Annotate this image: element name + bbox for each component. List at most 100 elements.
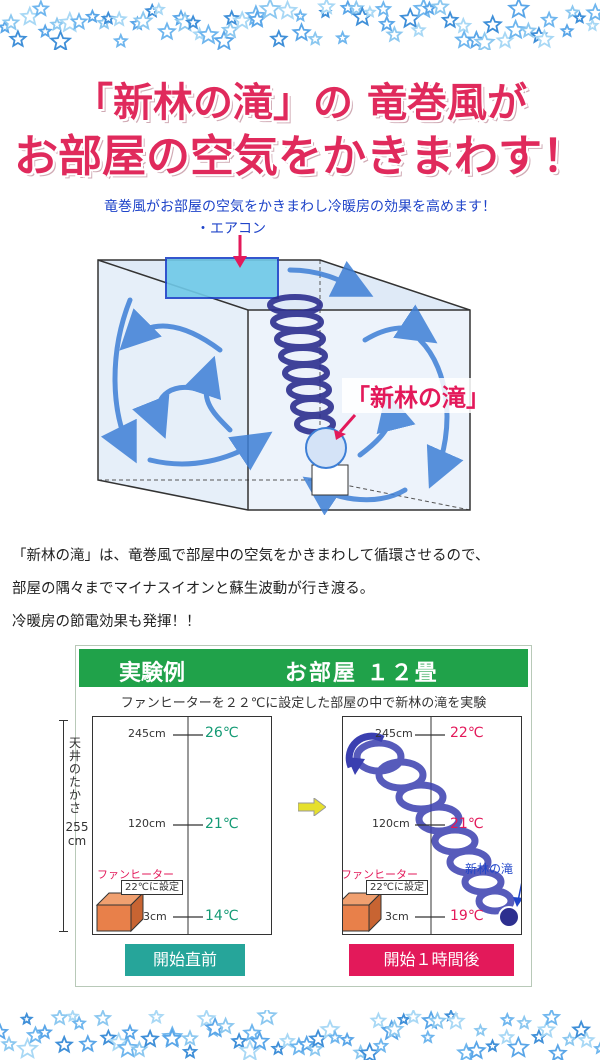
star-decoration	[541, 1010, 562, 1026]
star-decoration	[0, 1022, 10, 1040]
star-decoration	[112, 32, 129, 49]
status-after: 開始１時間後	[349, 944, 514, 976]
headline-line-2: お部屋の空気をかきまわす！お部屋の空気をかきまわす！	[14, 131, 589, 185]
star-decoration	[410, 21, 427, 38]
star-decoration	[384, 1018, 405, 1039]
star-decoration	[440, 10, 460, 29]
after-temp-mid: 21℃	[450, 816, 484, 832]
star-decoration	[230, 1031, 249, 1050]
subtitle: 竜巻風がお部屋の空気をかきまわし冷暖房の効果を高めます！	[104, 199, 496, 215]
star-decoration	[327, 1029, 343, 1045]
headline-line-1: 「新林の滝」の 竜巻風が「新林の滝」の 竜巻風が	[73, 80, 530, 129]
star-decoration	[84, 8, 101, 24]
star-decoration	[222, 9, 241, 26]
height-axis-cap-bottom	[59, 931, 68, 932]
star-decoration	[507, 0, 531, 19]
star-decoration	[466, 1039, 487, 1060]
star-decoration	[110, 10, 128, 27]
product-label: 「新林の滝」	[342, 378, 494, 413]
after-height-tick-3: 3cm	[385, 910, 409, 923]
star-decoration	[363, 4, 377, 19]
star-decoration	[278, 1032, 297, 1049]
star-decoration	[184, 14, 202, 30]
star-decoration	[276, 0, 299, 20]
experiment-header: 実験例 お部屋 １２畳	[79, 649, 528, 687]
star-decoration	[592, 1041, 600, 1055]
star-decoration	[339, 1031, 355, 1047]
star-decoration	[249, 1030, 271, 1051]
height-tick-3: 3cm	[143, 910, 167, 923]
star-decoration	[50, 1010, 69, 1026]
aircon-label: ・エアコン	[196, 221, 266, 237]
star-decoration	[31, 0, 51, 17]
before-panel	[92, 716, 272, 935]
height-axis-label: 天井のたかさ	[68, 736, 81, 815]
after-heater-label: ファンヒーター	[341, 868, 418, 881]
experiment-room: お部屋 １２畳	[285, 661, 439, 686]
star-decoration	[398, 6, 422, 29]
before-temp-bottom: 14℃	[205, 908, 239, 924]
star-decoration	[499, 1011, 516, 1027]
star-decoration	[404, 1010, 423, 1025]
star-decoration	[78, 1033, 98, 1053]
arrow-right-icon	[298, 798, 326, 816]
star-decoration	[36, 1023, 54, 1040]
experiment-description: ファンヒーターを２２℃に設定した部屋の中で新林の滝を実験	[120, 696, 487, 711]
after-temp-bottom: 19℃	[450, 908, 484, 924]
star-decoration	[536, 1019, 557, 1039]
description-line-3: 冷暖房の節電効果も発揮！！	[12, 614, 201, 630]
room-airflow-diagram	[97, 235, 471, 515]
star-decoration	[1, 12, 21, 31]
star-decoration	[585, 18, 600, 32]
status-before: 開始直前	[125, 944, 245, 976]
star-decoration	[270, 1040, 287, 1056]
star-border-bottom	[0, 1010, 600, 1060]
star-decoration	[307, 30, 324, 46]
star-decoration	[242, 1022, 263, 1042]
star-decoration	[19, 1011, 34, 1026]
star-decoration	[564, 4, 581, 20]
star-decoration	[48, 29, 73, 50]
star-decoration	[454, 16, 473, 34]
star-decoration	[258, 0, 282, 20]
star-decoration	[65, 1010, 80, 1023]
star-border-top	[0, 0, 600, 50]
star-decoration	[571, 1019, 592, 1039]
after-temp-top: 22℃	[450, 725, 484, 741]
star-decoration	[151, 1, 167, 16]
star-decoration	[49, 16, 65, 32]
after-panel	[335, 716, 524, 935]
star-decoration	[316, 0, 337, 15]
star-decoration	[156, 21, 178, 41]
before-temp-mid: 21℃	[205, 816, 239, 832]
star-decoration	[293, 8, 308, 23]
star-decoration	[385, 25, 404, 43]
star-decoration	[369, 1011, 388, 1029]
star-decoration	[572, 10, 587, 25]
star-decoration	[247, 9, 268, 29]
star-decoration	[559, 23, 575, 38]
before-heater-label: ファンヒーター	[97, 868, 174, 881]
star-decoration	[577, 1030, 596, 1049]
star-decoration	[181, 1043, 199, 1060]
star-decoration	[372, 1037, 390, 1054]
star-decoration	[69, 11, 89, 31]
star-decoration	[231, 10, 253, 30]
star-decoration	[121, 1023, 139, 1041]
star-decoration	[347, 0, 366, 16]
star-decoration	[8, 29, 28, 48]
experiment-title: 実験例	[119, 661, 186, 686]
star-decoration	[0, 1035, 18, 1052]
star-decoration	[484, 1038, 501, 1053]
star-decoration	[256, 1010, 278, 1026]
star-decoration	[93, 1010, 113, 1027]
star-decoration	[377, 14, 396, 32]
star-decoration	[561, 1031, 578, 1047]
star-decoration	[473, 30, 496, 50]
height-axis	[63, 720, 64, 932]
before-temp-top: 26℃	[205, 725, 239, 741]
star-decoration	[498, 1028, 516, 1045]
star-decoration	[161, 1027, 183, 1048]
star-decoration	[180, 1029, 200, 1047]
